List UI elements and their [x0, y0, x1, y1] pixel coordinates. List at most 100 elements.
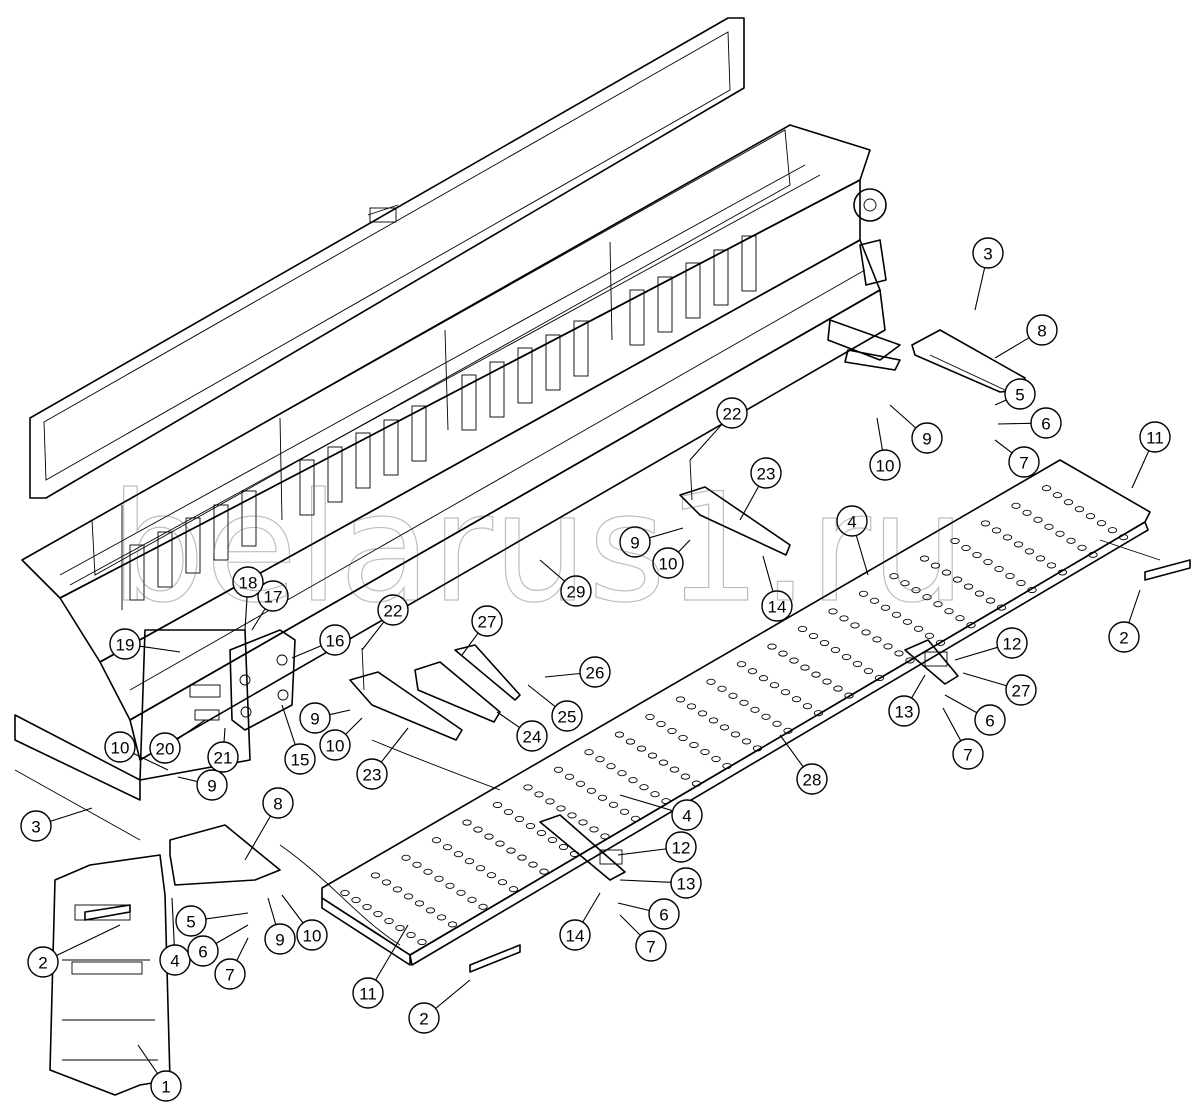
callout-label: 10 — [659, 555, 678, 574]
hole — [902, 618, 913, 625]
hole — [767, 643, 777, 650]
hole — [863, 667, 874, 675]
callout-label: 19 — [116, 636, 135, 655]
callout-circle — [104, 731, 136, 763]
hole — [578, 819, 588, 826]
callout-label: 12 — [672, 839, 691, 858]
callout-10: 10 — [281, 894, 328, 951]
hole — [1066, 537, 1076, 544]
callout-11: 11 — [1131, 421, 1171, 489]
hole — [1027, 586, 1037, 594]
callout-27: 27 — [962, 672, 1037, 706]
callout-10: 10 — [652, 539, 691, 579]
hole — [789, 657, 799, 664]
hole — [545, 798, 555, 805]
callout-circle — [1030, 407, 1062, 439]
mount-plate-right — [911, 329, 1026, 393]
hole — [647, 752, 658, 759]
hole — [625, 738, 636, 745]
hole — [395, 924, 405, 932]
hole — [1074, 506, 1085, 513]
callout-circle — [972, 237, 1004, 269]
leader-line — [997, 422, 1032, 425]
hole — [700, 748, 710, 756]
callout-label: 28 — [803, 771, 822, 790]
hole — [1041, 485, 1052, 492]
hole — [1044, 523, 1054, 530]
hole — [697, 710, 708, 717]
hole — [575, 780, 586, 787]
callout-10: 10 — [319, 717, 363, 761]
leader-line — [329, 709, 351, 716]
callout-label: 2 — [38, 954, 47, 973]
callout-circle — [911, 422, 943, 454]
callout-circle — [296, 919, 328, 951]
hole — [1005, 572, 1015, 580]
callout-circle — [974, 704, 1006, 736]
callout-label: 7 — [646, 938, 655, 957]
hole — [351, 896, 361, 904]
callout-label: 26 — [586, 664, 605, 683]
callout-circle — [750, 457, 782, 489]
hole — [913, 625, 924, 632]
callout-label: 11 — [1146, 429, 1164, 448]
callout-circle — [665, 831, 697, 863]
hole — [811, 671, 821, 678]
strip-parts — [84, 559, 1191, 973]
callout-label: 13 — [677, 875, 696, 894]
hole — [425, 907, 436, 914]
callout-label: 10 — [326, 737, 345, 756]
hole — [606, 763, 616, 770]
callout-circle — [579, 656, 611, 688]
callout-circle — [1139, 421, 1171, 453]
leader-line — [994, 399, 1007, 406]
hole — [508, 886, 519, 893]
callout-3: 3 — [972, 237, 1004, 311]
hole — [689, 741, 699, 749]
callout-label: 25 — [558, 708, 577, 727]
callout-24: 24 — [496, 711, 548, 752]
hole — [708, 717, 719, 724]
hole — [1011, 502, 1021, 509]
hole — [800, 664, 810, 671]
callout-2: 2 — [27, 924, 121, 978]
hole — [464, 858, 475, 865]
hole — [1057, 569, 1068, 576]
callout-circle — [150, 1070, 182, 1102]
hole — [894, 650, 904, 657]
callout-22: 22 — [361, 594, 409, 651]
callout-9: 9 — [177, 769, 228, 801]
hole — [340, 889, 350, 897]
hole — [586, 787, 597, 794]
hole — [966, 622, 976, 629]
leader-line — [962, 672, 1007, 687]
callout-circle — [319, 729, 351, 761]
callout-7: 7 — [994, 439, 1040, 478]
callout-circle — [159, 944, 191, 976]
hole — [822, 678, 832, 685]
callout-label: 9 — [922, 430, 931, 449]
hole — [589, 826, 599, 833]
callout-4: 4 — [836, 505, 869, 576]
hole — [802, 703, 813, 710]
callout-27: 27 — [461, 605, 503, 656]
callout-10: 10 — [869, 417, 901, 481]
hole — [497, 879, 508, 886]
callout-label: 10 — [303, 927, 322, 946]
callout-circle — [1108, 621, 1140, 653]
callout-9: 9 — [299, 702, 351, 734]
callout-circle — [670, 867, 702, 899]
callout-17: 17 — [251, 580, 289, 631]
hole — [456, 889, 466, 896]
leader-line — [171, 897, 175, 946]
callout-circle — [319, 624, 351, 656]
hole — [636, 745, 647, 752]
hole — [525, 822, 536, 830]
hole — [941, 569, 952, 576]
leader-line — [544, 672, 581, 678]
callout-4: 4 — [159, 897, 191, 976]
callout-label: 15 — [291, 751, 310, 770]
callout-circle — [408, 1002, 440, 1034]
callout-9: 9 — [889, 404, 943, 454]
callout-13: 13 — [619, 867, 702, 899]
